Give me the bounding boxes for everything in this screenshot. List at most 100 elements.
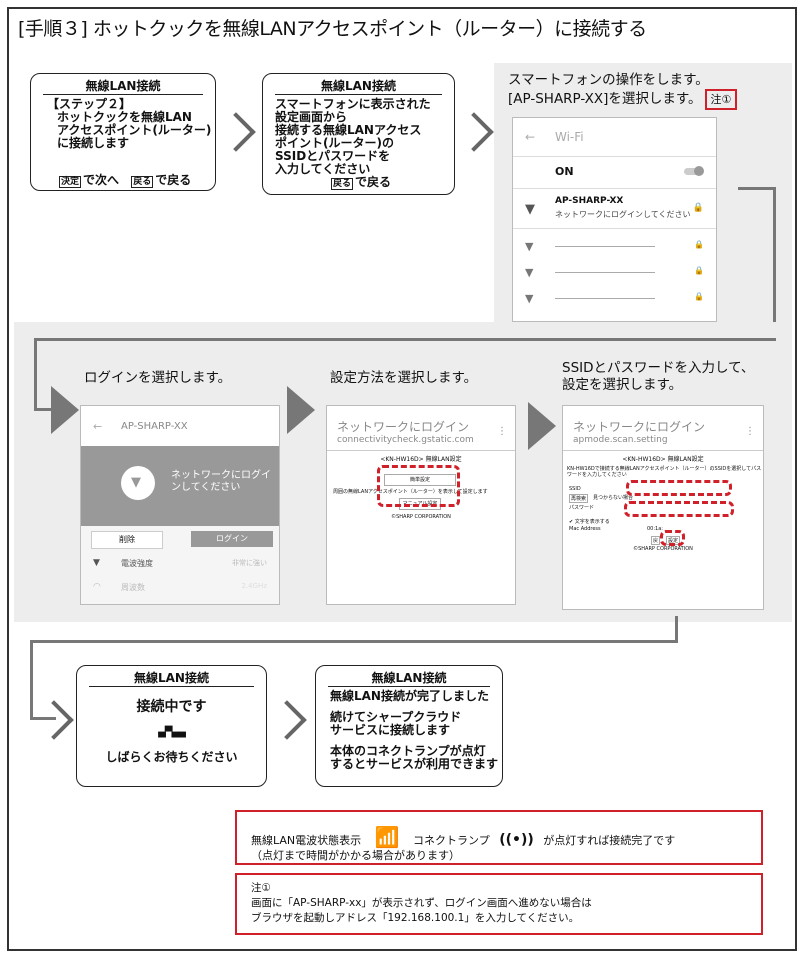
toggle-switch[interactable] [684,166,704,176]
show-password-checkbox[interactable]: ✔ 文字を表示する [569,519,610,525]
browser-url: connectivitycheck.gstatic.com [337,435,474,445]
setting-title: <KN-HW16D> 無線LAN設定 [380,456,462,463]
delete-button[interactable]: 削除 [91,531,163,549]
caption-line: スマートフォンの操作をします。 [508,72,709,88]
back-arrow-icon[interactable]: ← [525,130,536,144]
connect-done-text: が点灯すれば接続完了です [543,834,676,847]
lcd-line: サービスに接続します [330,723,451,737]
footer-text: で戻る [155,173,192,187]
note-box: 注① 画面に「AP-SHARP-xx」が表示されず、ログイン画面へ進めない場合は… [235,873,763,935]
key-back: 戻る [331,178,354,190]
wifi-title: Wi-Fi [555,130,584,144]
note-line: 画面に「AP-SHARP-xx」が表示されず、ログイン画面へ進めない場合は [251,897,592,909]
lcd-step2: 無線LAN接続 スマートフォンに表示された 設定画面から 接続する無線LANアク… [262,73,455,195]
flow-connector [30,640,33,720]
page-title: [手順３] ホットクックを無線LANアクセスポイント（ルーター）に接続する [18,18,647,40]
lcd-line: 本体のコネクトランプが点灯 [330,744,486,758]
lock-icon: 🔒 [694,292,704,301]
lock-icon: 🔒 [694,266,704,275]
lcd-heading: 無線LAN接続 [328,672,490,687]
network-sub: ネットワークにログインしてください [555,210,691,219]
back-arrow-icon[interactable]: ← [93,420,103,433]
flow-connector [738,187,776,190]
lcd-line: スマートフォンに表示された [275,97,431,111]
wifi-icon: 📶 [374,825,400,849]
info-line: 無線LAN電波状態表示 📶 コネクトランプ ((•)) が点灯すれば接続完了です [251,825,675,849]
lcd-step7: 無線LAN接続 接続中です ▄▀▄▄ しばらくお待ちください [76,665,267,787]
lcd-line: 無線LAN接続が完了しました [330,689,489,703]
info-box-connect: 無線LAN電波状態表示 📶 コネクトランプ ((•)) が点灯すれば接続完了です… [235,810,763,865]
footer-text: で戻る [355,175,392,189]
flow-connector [30,640,678,643]
caption-line: SSIDとパスワードを入力して、 [562,360,755,376]
wifi-status-label: 無線LAN電波状態表示 [251,834,362,847]
login-header: ← AP-SHARP-XX [81,406,279,446]
arrow-right-icon [51,386,79,434]
rescan-button[interactable]: 再検索 [569,494,589,503]
footer-text: で次へ [83,173,120,187]
note-content: 注① 画面に「AP-SHARP-xx」が表示されず、ログイン画面へ進めない場合は… [251,881,592,926]
lcd-line: アクセスポイント(ルーター) [57,123,212,137]
key-back: 戻る [131,176,154,188]
login-button[interactable]: ログイン [191,531,273,547]
lcd-footer: 戻るで戻る [331,176,391,190]
lcd-step1: 無線LAN接続 【ステップ２】 ホットクックを無線LAN アクセスポイント(ルー… [30,73,216,191]
simple-setup-button[interactable]: 簡単設定 [384,474,456,486]
wifi-signal-icon: ▼ [525,202,535,217]
lcd-heading: 無線LAN接続 [43,80,203,95]
progress-blocks-icon: ▄▀▄▄ [158,727,186,738]
wifi-network-hidden[interactable]: ▼🔒 [513,260,716,286]
hidden-ssid [555,298,655,304]
more-menu-icon[interactable]: ⋮ [497,426,507,437]
note-tag: 注① [251,882,271,894]
more-menu-icon[interactable]: ⋮ [745,426,755,437]
caption-step4: ログインを選択します。 [84,370,232,386]
lcd-line: 続けてシャープクラウド [330,710,462,724]
flow-connector [30,717,56,720]
flow-connector [34,408,54,411]
setup-description: 周囲の無線LANアクセスポイント（ルーター）を表示して設定します [333,489,488,495]
highlight-simple-setup [377,465,460,507]
flow-connector [773,187,776,340]
note-line: ブラウザを起動しアドレス「192.168.100.1」を入力してください。 [251,912,580,924]
copyright: ©SHARP CORPORATION [633,546,693,552]
connect-lamp-label: コネクトランプ [413,834,490,847]
back-button[interactable]: 戻 [651,536,661,545]
connect-lamp-icon: ((•)) [499,832,534,848]
wifi-on-label: ON [555,165,574,178]
lcd-heading: 無線LAN接続 [275,80,442,95]
ap-name: AP-SHARP-XX [121,421,188,432]
highlight-ssid-field [626,480,732,496]
lcd-line: 設定画面から [275,110,348,124]
wifi-signal-icon: ▼ [525,240,534,253]
lcd-footer: 決定で次へ 戻るで戻る [59,174,191,188]
password-label: パスワード [569,505,595,511]
mac-value: 00:1a: [647,526,663,532]
login-details: 削除 ログイン ▼ 電波強度 非常に強い ◠ 周波数 2.4GHz [81,526,279,604]
wifi-toggle-row[interactable]: ON [513,156,716,189]
lcd-step8: 無線LAN接続 無線LAN接続が完了しました 続けてシャープクラウド サービスに… [315,665,503,787]
wifi-network-hidden[interactable]: ▼🔒 [513,286,716,312]
signal-icon: ▼ [93,558,100,568]
wifi-network-hidden[interactable]: ▼🔒 [513,234,716,260]
frequency-value: 2.4GHz [241,582,268,590]
network-name: AP-SHARP-XX [555,196,624,206]
browser-title: ネットワークにログイン [337,420,470,434]
lcd-line: ポイント(ルーター)の [275,136,394,150]
key-enter: 決定 [59,176,82,188]
caption-line: 設定を選択します。 [562,377,683,393]
phone-login: ← AP-SHARP-XX ▼ ネットワークにログインしてください 削除 ログイ… [80,405,280,605]
lcd-line: するとサービスが利用できます [330,757,499,771]
browser-title: ネットワークにログイン [573,420,706,434]
lcd-line: 【ステップ２】 [47,97,132,111]
signal-label: 電波強度 [121,559,153,568]
lcd-line: 入力してください [275,162,371,176]
wifi-network-ap[interactable]: ▼ AP-SHARP-XX ネットワークにログインしてください 🔒 [513,188,716,229]
ssid-description: KN-HW16Dで接続する無線LANアクセスポイント（ルーター）のSSIDを選択… [567,466,762,478]
page-frame [7,7,797,951]
lock-icon: 🔒 [692,203,704,213]
wait-text: しばらくお待ちください [105,750,238,764]
note-tag: 注① [704,89,738,110]
hidden-ssid [555,272,655,278]
flow-connector [34,338,776,341]
